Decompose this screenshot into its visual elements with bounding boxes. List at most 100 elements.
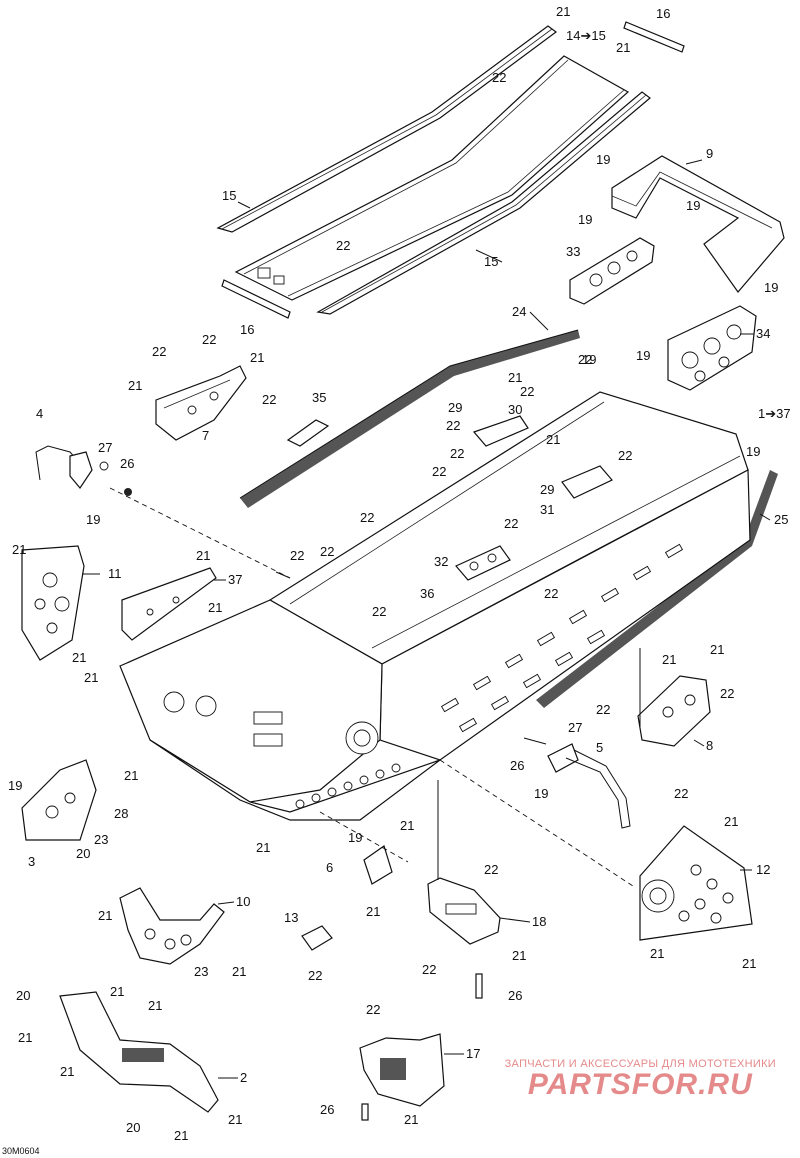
rail-15-right (316, 91, 651, 315)
callout-21: 21 (724, 814, 738, 829)
callout-26: 26 (120, 456, 134, 471)
callout-21: 21 (250, 350, 264, 365)
callout-22: 22 (308, 968, 322, 983)
tunnel-frame (119, 391, 751, 821)
callout-20: 20 (126, 1120, 140, 1135)
callout-35: 35 (312, 390, 326, 405)
callout-21: 21 (196, 548, 210, 563)
callout-22: 22 (446, 418, 460, 433)
callout-19: 19 (578, 212, 592, 227)
plate-11 (21, 545, 85, 661)
callout-15: 15 (222, 188, 236, 203)
callout-21: 21 (174, 1128, 188, 1143)
callout-21: 21 (148, 998, 162, 1013)
callout-21: 21 (232, 964, 246, 979)
label-leaders (82, 159, 771, 1079)
callout-22: 22 (366, 1002, 380, 1017)
callout-22: 22 (360, 510, 374, 525)
callout-15: 15 (484, 254, 498, 269)
callout-21: 21 (404, 1112, 418, 1127)
callout-21: 21 (98, 908, 112, 923)
handle-5 (547, 743, 631, 829)
callout-1-37: 1➔37 (758, 406, 791, 421)
tunnel-top-plate (234, 55, 630, 301)
watermark-caption: ЗАПЧАСТИ И АКСЕССУАРЫ ДЛЯ МОТОТЕХНИКИ (504, 1058, 776, 1070)
callout-29: 29 (448, 400, 462, 415)
callout-22: 22 (320, 544, 334, 559)
strip-16-top (623, 21, 685, 53)
callout-21: 21 (662, 652, 676, 667)
callout-21: 21 (208, 600, 222, 615)
bracket-9 (611, 155, 785, 293)
bracket-7 (155, 365, 247, 441)
callout-11: 11 (108, 566, 122, 581)
callout-21: 21 (72, 650, 86, 665)
reinforcement-29 (561, 465, 613, 499)
callout-19: 19 (596, 152, 610, 167)
callout-22: 22 (262, 392, 276, 407)
bracket-10 (119, 887, 225, 965)
callout-21: 21 (60, 1064, 74, 1079)
callout-22: 22 (504, 516, 518, 531)
callout-34: 34 (756, 326, 770, 341)
callout-22: 22 (422, 962, 436, 977)
bracket-17 (359, 1033, 445, 1107)
bracket-18 (427, 877, 501, 945)
callout-25: 25 (774, 512, 788, 527)
callout-26: 26 (508, 988, 522, 1003)
callout-26: 26 (320, 1102, 334, 1117)
callout-31: 31 (540, 502, 554, 517)
diagram-code: 30M0604 (2, 1146, 40, 1156)
bracket-3 (21, 759, 97, 841)
callout-22: 22 (290, 548, 304, 563)
callout-16: 16 (240, 322, 254, 337)
callout-22: 22 (202, 332, 216, 347)
callout-3: 3 (28, 854, 35, 869)
callout-19: 19 (86, 512, 100, 527)
strip-16-bottom (221, 279, 291, 319)
plate-34 (667, 305, 757, 391)
callout-22: 22 (152, 344, 166, 359)
callout-22: 22 (432, 464, 446, 479)
callout-27: 27 (568, 720, 582, 735)
callout-5: 5 (596, 740, 603, 755)
slide-rail-25 (536, 470, 778, 708)
bracket-6 (363, 845, 393, 885)
callout-23: 23 (194, 964, 208, 979)
callout-29: 29 (540, 482, 554, 497)
callout-26: 26 (510, 758, 524, 773)
callout-labels: 21 16 14➔15 21 22 9 19 15 19 19 22 33 15… (2, 4, 791, 1156)
callout-33: 33 (566, 244, 580, 259)
callout-9: 9 (706, 146, 713, 161)
callout-22: 22 (336, 238, 350, 253)
callout-21: 21 (508, 370, 522, 385)
slide-rail-24 (239, 329, 580, 508)
bracket-8 (637, 675, 711, 747)
callout-22: 22 (484, 862, 498, 877)
callout-21: 21 (128, 378, 142, 393)
callout-10: 10 (236, 894, 250, 909)
callout-22: 22 (596, 702, 610, 717)
plate-37 (121, 567, 217, 641)
plate-12 (639, 825, 753, 941)
callout-32: 32 (434, 554, 448, 569)
callout-21: 21 (650, 946, 664, 961)
callout-7: 7 (202, 428, 209, 443)
callout-19: 19 (582, 352, 596, 367)
callout-19: 19 (8, 778, 22, 793)
callout-21: 21 (18, 1030, 32, 1045)
callout-21: 21 (228, 1112, 242, 1127)
watermark: ЗАПЧАСТИ И АКСЕССУАРЫ ДЛЯ МОТОТЕХНИКИ PA… (505, 1058, 776, 1100)
callout-19: 19 (764, 280, 778, 295)
callout-16: 16 (656, 6, 670, 21)
callout-22: 22 (520, 384, 534, 399)
callout-18: 18 (532, 914, 546, 929)
callout-20: 20 (76, 846, 90, 861)
handle-4 (35, 445, 93, 490)
callout-23: 23 (94, 832, 108, 847)
belly-holes (295, 763, 401, 809)
callout-22: 22 (578, 352, 592, 367)
callout-21: 21 (400, 818, 414, 833)
callout-21: 21 (84, 670, 98, 685)
